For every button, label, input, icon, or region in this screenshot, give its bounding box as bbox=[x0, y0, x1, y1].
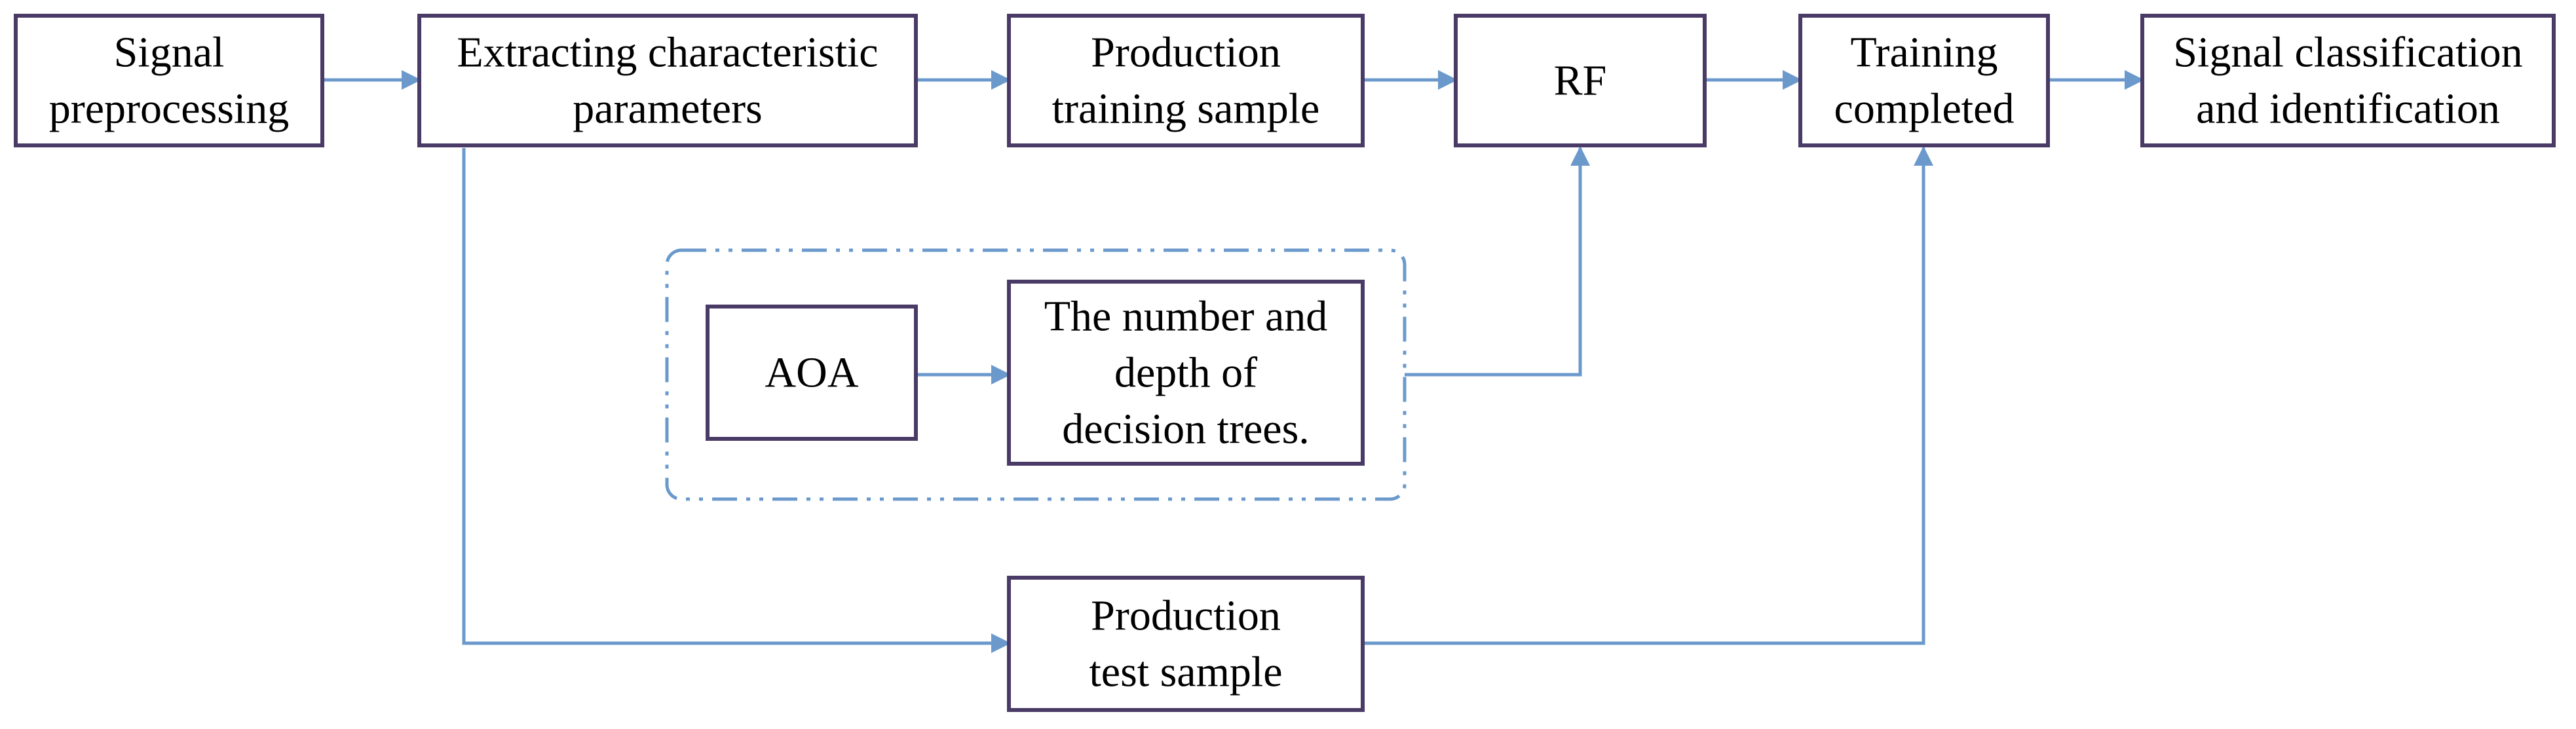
node-box bbox=[2140, 14, 2556, 147]
edge-group-to-rf bbox=[1405, 146, 1590, 377]
node-label-line: parameters bbox=[573, 85, 763, 133]
node-label-line: AOA bbox=[765, 349, 859, 397]
node-label-line: training sample bbox=[1052, 85, 1320, 133]
edge-test-sample-to-training-completed bbox=[1363, 146, 1933, 645]
node-rf: RF bbox=[1454, 14, 1707, 147]
node-box bbox=[1007, 14, 1365, 147]
optimization-group-frame bbox=[665, 248, 1407, 501]
node-label-line: The number and bbox=[1044, 293, 1328, 341]
node-signal-classification: Signal classification and identification bbox=[2140, 14, 2556, 147]
edges bbox=[322, 70, 2144, 653]
node-label-line: RF bbox=[1554, 57, 1607, 105]
node-box bbox=[1454, 14, 1707, 147]
node-box bbox=[1007, 280, 1365, 466]
node-label-line: depth of bbox=[1114, 349, 1257, 397]
node-number-depth-trees: The number and depth of decision trees. bbox=[1007, 280, 1365, 466]
node-label-line: Signal classification bbox=[2173, 29, 2522, 77]
node-label-line: completed bbox=[1834, 85, 2015, 133]
node-box bbox=[417, 14, 918, 147]
node-training-completed: Training completed bbox=[1798, 14, 2050, 147]
node-production-training-sample: Production training sample bbox=[1007, 14, 1365, 147]
node-label-line: preprocessing bbox=[49, 85, 290, 133]
node-label-line: Production bbox=[1091, 592, 1281, 640]
edge-extracting-to-test-sample bbox=[462, 148, 1011, 653]
node-label-line: test sample bbox=[1089, 648, 1282, 696]
node-extracting-parameters: Extracting characteristic parameters bbox=[417, 14, 918, 147]
node-production-test-sample: Production test sample bbox=[1007, 576, 1365, 712]
node-box bbox=[14, 14, 324, 147]
node-label-line: and identification bbox=[2196, 85, 2500, 133]
node-aoa: AOA bbox=[706, 305, 918, 441]
node-box bbox=[706, 305, 918, 441]
node-label-line: Signal bbox=[114, 29, 225, 77]
node-box bbox=[1007, 576, 1365, 712]
node-label-line: decision trees. bbox=[1062, 405, 1310, 453]
node-label-line: Extracting characteristic bbox=[457, 29, 878, 77]
node-signal-preprocessing: Signal preprocessing bbox=[14, 14, 324, 147]
node-label-line: Training bbox=[1851, 29, 1998, 77]
node-label-line: Production bbox=[1091, 29, 1281, 77]
node-box bbox=[1798, 14, 2050, 147]
